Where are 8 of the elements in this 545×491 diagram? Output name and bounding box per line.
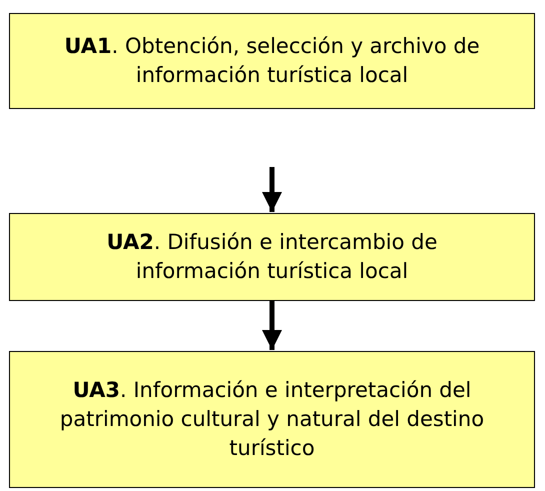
process-box bbox=[9, 13, 535, 109]
arrow bbox=[262, 167, 282, 212]
box-text: UA3. Información e interpretación del patrimonio cultural y natural del destino turístico bbox=[58, 377, 486, 462]
process-box bbox=[9, 351, 535, 488]
arrow bbox=[262, 301, 282, 350]
process-box bbox=[9, 213, 535, 301]
box-text: UA2. Difusión e intercambio de información turística local bbox=[106, 229, 438, 285]
box-text: UA1. Obtención, selección y archivo de información turística local bbox=[63, 33, 481, 89]
